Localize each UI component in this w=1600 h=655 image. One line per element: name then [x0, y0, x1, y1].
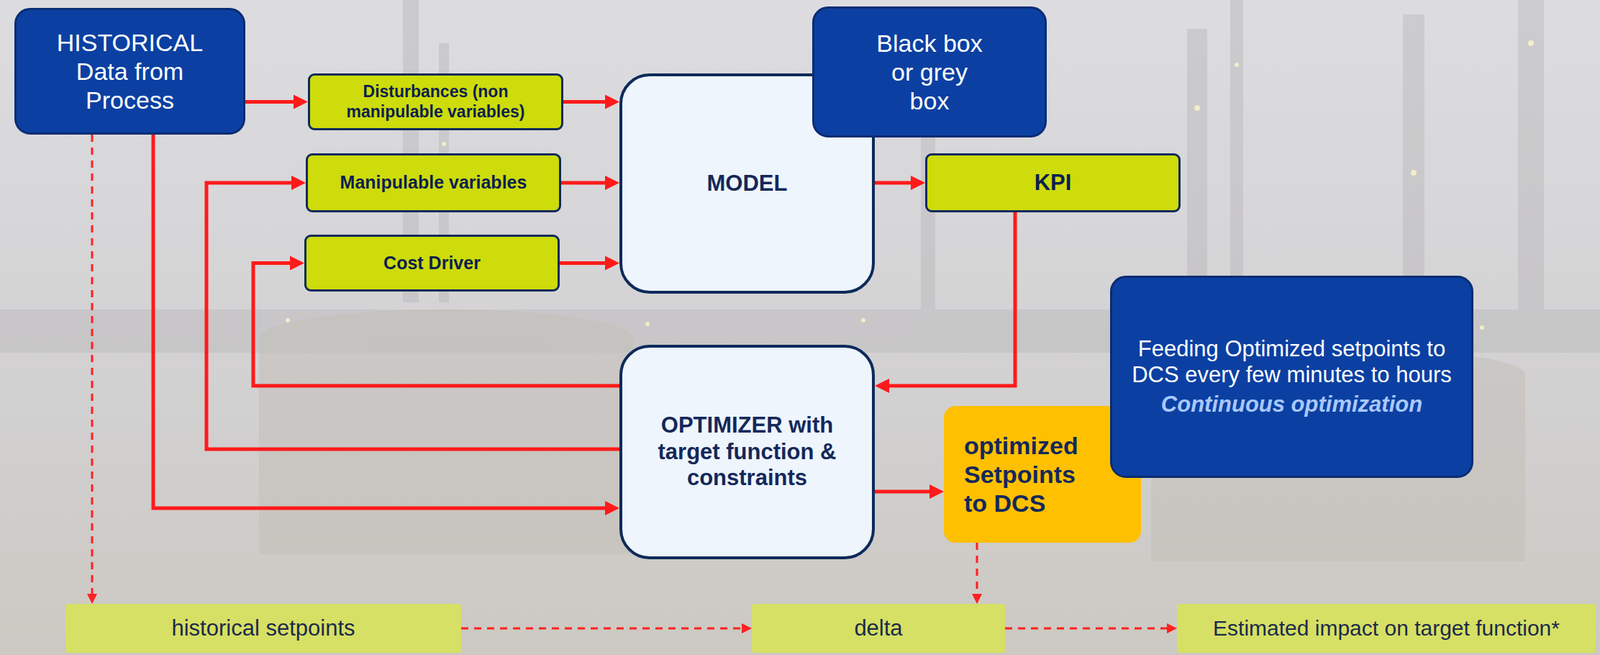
node-text: Manipulable variables [340, 171, 528, 194]
flow-arrow [874, 489, 937, 494]
output-box: KPI [925, 153, 1181, 213]
node-text: Feeding Optimized setpoints to DCS every… [1130, 335, 1454, 389]
optimizer-box: OPTIMIZER with target function & constra… [619, 344, 875, 559]
result-band: delta [751, 603, 1006, 653]
input-box: Manipulable variables [305, 153, 562, 213]
result-band: Estimated impact on target function* [1176, 603, 1596, 653]
flow-arrow [559, 261, 613, 265]
node-text: Estimated impact on target function* [1212, 615, 1560, 641]
node-text: historical setpoints [171, 615, 355, 642]
dashed-arrow [461, 627, 747, 630]
node-text: MODEL [707, 170, 788, 198]
flow-arrow [245, 100, 301, 104]
input-box: Cost Driver [304, 234, 560, 292]
dashed-arrow [91, 134, 94, 599]
node-text: Disturbances (non manipulable variables) [321, 82, 550, 121]
node-text: Cost Driver [383, 252, 481, 275]
result-band: historical setpoints [65, 603, 462, 653]
source-box: HISTORICAL Data from Process [14, 7, 246, 135]
flow-arrow [153, 134, 613, 508]
node-text: KPI [1034, 169, 1072, 197]
note-box: Feeding Optimized setpoints to DCS every… [1110, 275, 1474, 478]
dashed-arrow [976, 542, 979, 599]
input-box: Disturbances (non manipulable variables) [307, 73, 564, 131]
flow-arrow [563, 100, 613, 104]
flow-arrow [882, 212, 1016, 386]
node-text: OPTIMIZER with target function & constra… [651, 412, 844, 492]
flow-arrow [206, 182, 620, 449]
node-text: HISTORICAL Data from Process [38, 28, 222, 115]
node-text: Black box or grey box [868, 28, 991, 116]
node-text: Continuous optimization [1161, 391, 1423, 418]
dashed-arrow [1005, 627, 1172, 630]
node-text: delta [853, 615, 903, 642]
flow-arrow [874, 181, 918, 185]
node-text: optimized Setpoints to DCS [964, 430, 1098, 518]
flow-arrow [561, 181, 613, 185]
note-box: Black box or grey box [812, 6, 1047, 138]
